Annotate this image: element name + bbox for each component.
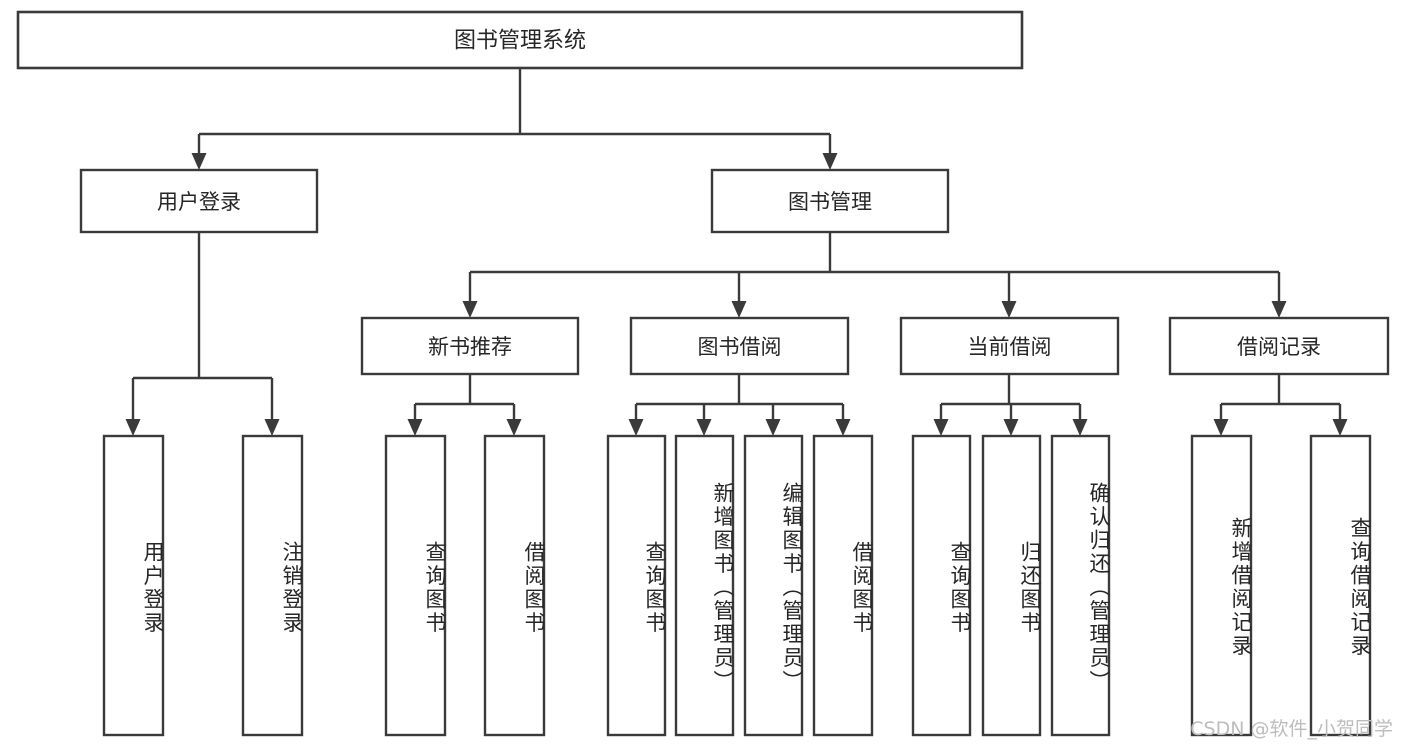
group-2-to-leaves-branch-1-arrowhead bbox=[1003, 419, 1019, 436]
node-leaf-4[interactable] bbox=[606, 434, 667, 737]
node-leaf-10[interactable] bbox=[1050, 434, 1111, 737]
group-0-to-leaves-branch-0-arrowhead bbox=[407, 419, 423, 436]
node-leaf-5[interactable] bbox=[674, 434, 735, 737]
node-level2-1[interactable] bbox=[629, 316, 850, 376]
group-0-to-leaves-branch-1-arrowhead bbox=[506, 419, 522, 436]
node-level2-label-1: 图书借阅 bbox=[698, 335, 782, 359]
node-level2-2[interactable] bbox=[899, 316, 1120, 376]
user-login-to-leaves-branch-1-arrowhead bbox=[264, 419, 280, 436]
book-mgmt-to-level2-branch-0-arrowhead bbox=[462, 301, 478, 318]
group-2-to-leaves-branch-2-arrowhead bbox=[1072, 419, 1088, 436]
node-leaf-9[interactable] bbox=[981, 434, 1042, 737]
group-1-to-leaves-branch-2-arrowhead bbox=[765, 419, 781, 436]
node-leaf-12[interactable] bbox=[1309, 434, 1372, 737]
connectors-layer bbox=[125, 68, 1348, 436]
node-level1-label-0: 用户登录 bbox=[157, 190, 241, 214]
group-3-to-leaves-branch-1-arrowhead bbox=[1332, 419, 1348, 436]
node-leaf-0[interactable] bbox=[102, 434, 165, 737]
boxes-layer bbox=[16, 10, 1390, 737]
node-level1-label-1: 图书管理 bbox=[788, 190, 872, 214]
node-leaf-1[interactable] bbox=[241, 434, 304, 737]
node-leaf-3[interactable] bbox=[483, 434, 546, 737]
node-leaf-7[interactable] bbox=[812, 434, 874, 737]
node-root-label: 图书管理系统 bbox=[454, 29, 586, 54]
watermark-text: CSDN @软件_小贺同学 bbox=[1190, 718, 1393, 740]
group-1-to-leaves-branch-1-arrowhead bbox=[696, 419, 712, 436]
node-leaf-6[interactable] bbox=[743, 434, 804, 737]
group-3-to-leaves-branch-0-arrowhead bbox=[1213, 419, 1229, 436]
node-level2-3[interactable] bbox=[1168, 316, 1390, 376]
node-level1-1[interactable] bbox=[710, 168, 950, 234]
group-2-to-leaves-branch-0-arrowhead bbox=[933, 419, 949, 436]
node-leaf-8[interactable] bbox=[911, 434, 972, 737]
node-leaf-11[interactable] bbox=[1190, 434, 1253, 737]
group-1-to-leaves-branch-3-arrowhead bbox=[835, 419, 851, 436]
book-mgmt-to-level2-branch-2-arrowhead bbox=[1001, 301, 1017, 318]
user-login-to-leaves-branch-0-arrowhead bbox=[125, 419, 141, 436]
node-level1-0[interactable] bbox=[79, 168, 319, 234]
node-root-图书管理系统[interactable] bbox=[16, 10, 1024, 70]
root-to-level1-branch-1-arrowhead bbox=[822, 153, 838, 170]
node-level2-label-2: 当前借阅 bbox=[968, 335, 1052, 359]
book-mgmt-to-level2-branch-1-arrowhead bbox=[731, 301, 747, 318]
node-leaf-2[interactable] bbox=[384, 434, 447, 737]
book-mgmt-to-level2-branch-3-arrowhead bbox=[1271, 301, 1287, 318]
group-1-to-leaves-branch-0-arrowhead bbox=[628, 419, 644, 436]
node-level2-0[interactable] bbox=[360, 316, 580, 376]
node-level2-label-3: 借阅记录 bbox=[1237, 335, 1321, 359]
node-level2-label-0: 新书推荐 bbox=[428, 335, 512, 359]
root-to-level1-branch-0-arrowhead bbox=[191, 153, 207, 170]
